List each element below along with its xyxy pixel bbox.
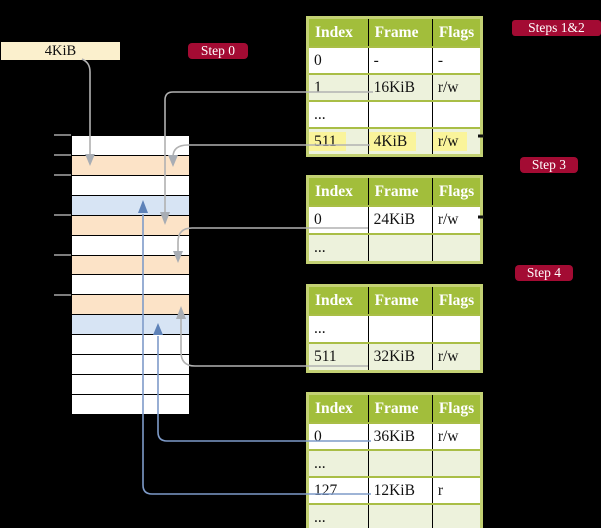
table-row: 511 32KiB r/w <box>309 342 480 370</box>
cell-index: ... <box>309 100 369 128</box>
header-flags: Flags <box>431 19 480 47</box>
cell-frame: 36KiB <box>367 422 433 450</box>
cell-flags: r/w <box>431 73 480 101</box>
table-row: 1 16KiB r/w <box>309 73 480 101</box>
cell-index: ... <box>309 314 369 343</box>
cell-flags: - <box>431 46 480 74</box>
header-frame: Frame <box>367 19 433 47</box>
table-row: 0 36KiB r/w <box>309 422 480 450</box>
tick-mark <box>54 134 71 136</box>
table-header-row: Index Frame Flags <box>309 287 480 315</box>
memory-cell-6-unused <box>72 234 189 255</box>
tick-mark <box>54 294 71 296</box>
table-header-row: Index Frame Flags <box>309 178 480 206</box>
table-row: 0 24KiB r/w <box>309 205 480 234</box>
table-header-row: Index Frame Flags <box>309 395 480 423</box>
header-flags: Flags <box>431 287 480 315</box>
highlighted-value: r/w <box>432 131 468 151</box>
memory-cell-3-unused <box>72 174 189 195</box>
memory-cell-14-unused <box>72 393 189 414</box>
cell-index: 511 <box>309 127 369 154</box>
steps-1-2-badge: Steps 1&2 <box>512 20 601 36</box>
memory-cell-12-unused <box>72 354 189 375</box>
cell-index: 0 <box>309 46 369 74</box>
memory-cell-2-page-table <box>72 154 189 175</box>
memory-cell-4-data-page <box>72 194 189 215</box>
cell-flags <box>431 100 480 128</box>
cell-frame <box>367 449 433 477</box>
cell-frame: - <box>367 46 433 74</box>
highlighted-value: 4KiB <box>368 131 417 151</box>
cell-index: 127 <box>309 476 369 504</box>
memory-cell-7-page-table <box>72 254 189 275</box>
cell-flags <box>431 449 480 477</box>
cell-frame <box>367 100 433 128</box>
cell-flags: r/w <box>431 127 480 154</box>
header-flags: Flags <box>431 178 480 206</box>
table-row: ... <box>309 449 480 477</box>
table-row: 127 12KiB r <box>309 476 480 504</box>
cell-flags: r/w <box>431 205 480 234</box>
page-table-level2: Index Frame Flags 0 24KiB r/w ... <box>306 175 483 264</box>
step-3-badge: Step 3 <box>520 157 578 173</box>
header-frame: Frame <box>367 178 433 206</box>
cell-flags: r/w <box>431 422 480 450</box>
memory-cell-9-page-table <box>72 294 189 315</box>
memory-cell-10-data-page <box>72 314 189 335</box>
cell-frame: 32KiB <box>367 342 433 370</box>
cell-index: ... <box>309 503 369 528</box>
cell-frame: 12KiB <box>367 476 433 504</box>
highlighted-value: 511 <box>309 131 346 151</box>
cell-frame <box>367 314 433 343</box>
physical-memory-column <box>71 135 190 415</box>
cell-frame: 4KiB <box>367 127 433 154</box>
tick-mark <box>54 214 71 216</box>
header-frame: Frame <box>367 395 433 423</box>
cell-index: 0 <box>309 422 369 450</box>
table-row: ... <box>309 100 480 128</box>
memory-cell-1-unused <box>72 136 189 155</box>
table-header-row: Index Frame Flags <box>309 19 480 47</box>
cell-index: ... <box>309 449 369 477</box>
cell-flags: r/w <box>431 342 480 370</box>
table-row: 0 - - <box>309 46 480 74</box>
cell-frame <box>367 233 433 261</box>
memory-cell-8-unused <box>72 274 189 295</box>
cell-flags <box>431 314 480 343</box>
header-index: Index <box>309 287 369 315</box>
header-index: Index <box>309 178 369 206</box>
tick-mark <box>54 254 71 256</box>
header-index: Index <box>309 19 369 47</box>
cell-flags <box>431 503 480 528</box>
cell-index: 1 <box>309 73 369 101</box>
step-0-badge: Step 0 <box>188 43 248 59</box>
cell-frame <box>367 503 433 528</box>
cell-frame: 24KiB <box>367 205 433 234</box>
cell-index: 0 <box>309 205 369 234</box>
cell-index: ... <box>309 233 369 261</box>
memory-cell-5-page-table <box>72 214 189 235</box>
table-row: ... <box>309 314 480 343</box>
cell-index: 511 <box>309 342 369 370</box>
header-flags: Flags <box>431 395 480 423</box>
memory-cell-13-unused <box>72 374 189 394</box>
header-frame: Frame <box>367 287 433 315</box>
step-4-badge: Step 4 <box>515 265 573 281</box>
cell-flags <box>431 233 480 261</box>
page-table-level3: Index Frame Flags ... 511 32KiB r/w <box>306 284 483 373</box>
tick-mark <box>54 174 71 176</box>
memory-cell-11-unused <box>72 334 189 355</box>
table-row-highlighted: 511 4KiB r/w <box>309 127 480 154</box>
page-table-base-box: 4KiB <box>1 42 120 60</box>
tick-mark <box>54 154 71 156</box>
page-table-final: Index Frame Flags 0 36KiB r/w ... 127 12… <box>306 392 483 528</box>
cell-flags: r <box>431 476 480 504</box>
header-index: Index <box>309 395 369 423</box>
table-row: ... <box>309 503 480 528</box>
cell-frame: 16KiB <box>367 73 433 101</box>
table-row: ... <box>309 233 480 261</box>
page-table-level1: Index Frame Flags 0 - - 1 16KiB r/w ... … <box>306 16 483 157</box>
